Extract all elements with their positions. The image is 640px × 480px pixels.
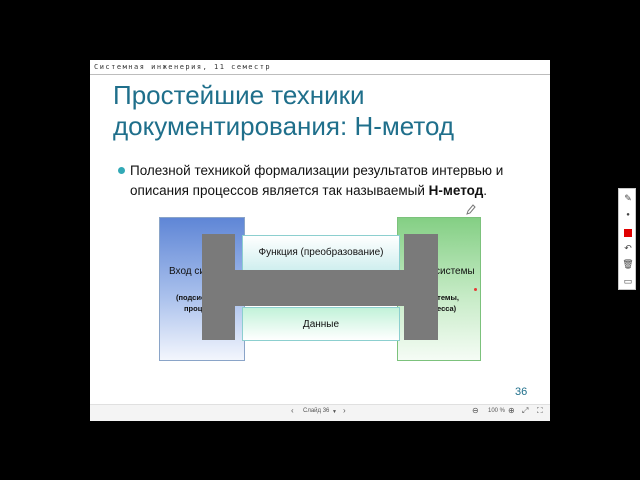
- output-label: системы: [435, 266, 475, 277]
- bullet-marker: [118, 167, 125, 174]
- annotation-dot: [474, 288, 477, 291]
- fit-screen-icon[interactable]: ⤢: [522, 406, 529, 415]
- input-sublabel-2: проц: [184, 304, 203, 313]
- h-shape-left-post: [202, 234, 235, 340]
- minimize-icon[interactable]: ▭: [623, 276, 633, 286]
- bullet-text-main: Полезной техникой формализации результат…: [130, 163, 504, 198]
- slide-title: Простейшие техники документирования: Н-м…: [113, 80, 533, 142]
- zoom-level: 100 %: [488, 408, 506, 414]
- undo-icon[interactable]: ↶: [624, 243, 632, 253]
- presentation-viewer: Системная инженерия, 11 семестр Простейш…: [90, 60, 550, 421]
- slide-indicator[interactable]: Слайд 36: [303, 408, 330, 414]
- pen-cursor-icon: [466, 204, 476, 215]
- output-sublabel-1: стемы,: [433, 293, 459, 302]
- header-divider: [90, 74, 550, 75]
- bullet-text-bold: Н-метод: [428, 183, 484, 198]
- h-shape-crossbar: [235, 270, 404, 306]
- zoom-out-icon[interactable]: ⊖: [472, 406, 479, 415]
- slide-dropdown-icon[interactable]: ▼: [332, 409, 337, 415]
- zoom-in-icon[interactable]: ⊕: [508, 406, 515, 415]
- prev-slide-icon[interactable]: ‹: [291, 406, 294, 415]
- title-line-2: документирования: Н-метод: [113, 111, 455, 141]
- annotation-toolbar: ✎ ● ↶ 🗑 ▭: [618, 188, 636, 290]
- trash-icon[interactable]: 🗑: [622, 259, 634, 269]
- color-swatch-icon[interactable]: [624, 229, 632, 237]
- input-sublabel-1: (подсис: [176, 293, 206, 302]
- slide-page-number: 36: [515, 386, 528, 398]
- output-sublabel: стемы, есса): [433, 292, 459, 314]
- bullet-text: Полезной техникой формализации результат…: [130, 161, 540, 201]
- pen-icon[interactable]: ✎: [624, 193, 632, 203]
- function-box: [242, 235, 400, 273]
- h-shape-right-post: [404, 234, 438, 340]
- next-slide-icon[interactable]: ›: [343, 406, 346, 415]
- input-label: Вход си: [169, 266, 205, 277]
- title-line-1: Простейшие техники: [113, 80, 365, 110]
- brush-size-icon[interactable]: ●: [626, 212, 630, 218]
- data-box: [242, 307, 400, 341]
- input-sublabel: (подсис проц: [176, 292, 205, 314]
- bullet-text-end: .: [483, 183, 488, 198]
- viewer-bottom-bar: ‹ Слайд 36 ▼ › ⊖ 100 % ⊕ ⤢ ⛶: [90, 404, 550, 421]
- data-label: Данные: [302, 319, 340, 330]
- slide-header: Системная инженерия, 11 семестр: [94, 63, 272, 71]
- function-label: Функция (преобразование): [258, 247, 384, 258]
- fullscreen-icon[interactable]: ⛶: [537, 406, 543, 415]
- slide: Системная инженерия, 11 семестр Простейш…: [90, 60, 550, 404]
- output-sublabel-2: есса): [437, 304, 457, 313]
